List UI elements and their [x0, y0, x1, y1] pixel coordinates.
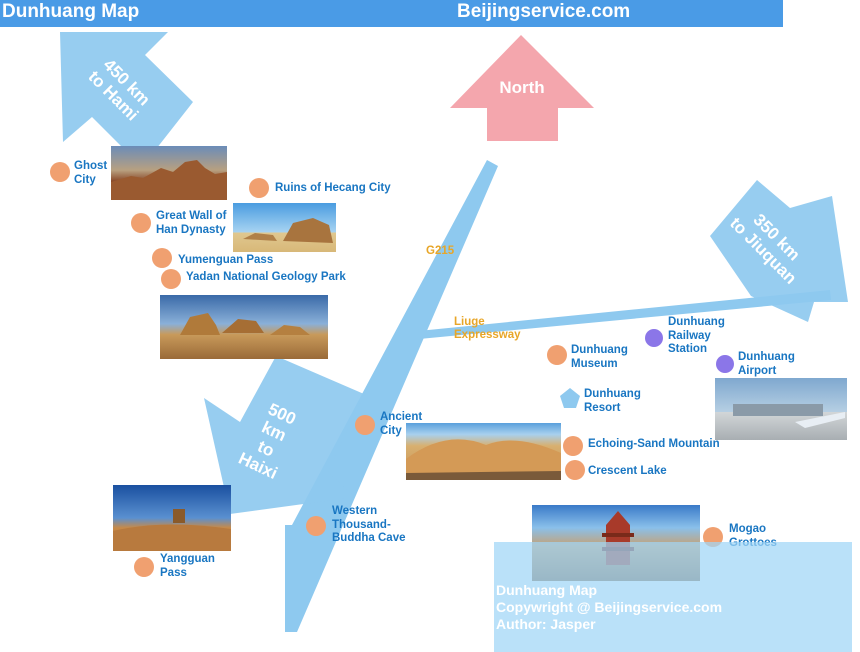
info-author: Author: Jasper [496, 616, 596, 632]
ancient-city-label: Ancient City [380, 411, 423, 437]
crescent-lake-label: Crescent Lake [588, 465, 667, 477]
great-wall-label: Great Wall of Han Dynasty [156, 210, 227, 236]
haixi-distance-arrow [204, 356, 364, 514]
echoing-sand-label: Echoing-Sand Mountain [588, 438, 720, 450]
railway-station-label: Dunhuang Railway Station [668, 316, 725, 355]
ancient-city-marker[interactable] [355, 415, 375, 435]
info-title: Dunhuang Map [496, 582, 598, 598]
crescent-lake-marker[interactable] [565, 460, 585, 480]
ghost-city-marker[interactable] [50, 162, 70, 182]
liuge-expressway-label: Liuge Expressway [454, 316, 521, 341]
resort-label: Dunhuang Resort [584, 388, 641, 414]
north-arrow [450, 35, 594, 141]
hami-distance-arrow [60, 32, 193, 167]
g215-road-line [285, 160, 498, 632]
yumenguan-marker[interactable] [152, 248, 172, 268]
railway-station-marker[interactable] [645, 329, 663, 347]
liuge-expressway-line [398, 290, 831, 341]
great-wall-marker[interactable] [131, 213, 151, 233]
copyright-box: Dunhuang Map Copywright @ Beijingservice… [494, 542, 852, 652]
g215-label: G215 [426, 245, 455, 257]
ghost-city-label: Ghost City [74, 160, 108, 186]
yumenguan-label: Yumenguan Pass [178, 254, 274, 266]
resort-marker[interactable] [560, 388, 580, 408]
jiuquan-distance-arrow [710, 180, 848, 322]
ghost-city-photo [111, 146, 227, 200]
info-copyright: Copywright @ Beijingservice.com [496, 599, 723, 615]
site-name: Beijingservice.com [457, 1, 631, 22]
museum-marker[interactable] [547, 345, 567, 365]
western-cave-marker[interactable] [306, 516, 326, 536]
western-cave-label: Western Thousand- Buddha Cave [332, 505, 406, 544]
airport-label: Dunhuang Airport [738, 351, 795, 377]
north-label: North [499, 78, 545, 97]
yadan-marker[interactable] [161, 269, 181, 289]
sand-mountain-photo [406, 423, 561, 480]
route-lines [285, 160, 831, 632]
yadan-photo [160, 295, 328, 359]
yangguan-label: Yangguan Pass [160, 553, 215, 579]
airport-marker[interactable] [716, 355, 734, 373]
airport-photo [715, 378, 847, 440]
yangguan-photo [113, 485, 231, 551]
hecang-marker[interactable] [249, 178, 269, 198]
yangguan-marker[interactable] [134, 557, 154, 577]
echoing-sand-marker[interactable] [563, 436, 583, 456]
header-bar: Dunhuang Map Beijingservice.com [0, 0, 783, 27]
map-title: Dunhuang Map [2, 1, 140, 22]
yadan-label: Yadan National Geology Park [186, 271, 346, 283]
hecang-photo [233, 203, 336, 252]
hecang-label: Ruins of Hecang City [275, 182, 391, 194]
museum-label: Dunhuang Museum [571, 344, 628, 370]
